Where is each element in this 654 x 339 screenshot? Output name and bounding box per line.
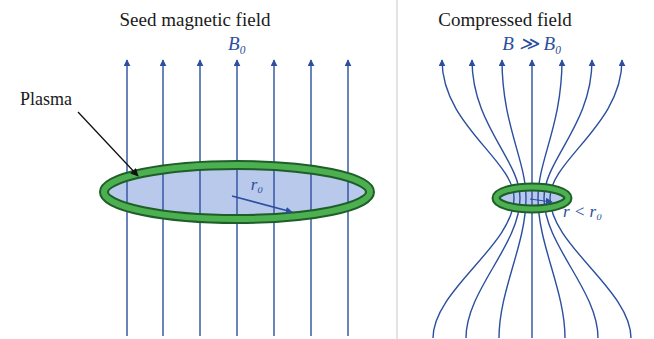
field-line bbox=[310, 60, 311, 336]
compressed-ring-outline bbox=[496, 187, 568, 209]
field-line bbox=[347, 60, 348, 336]
panel-heading: Compressed field bbox=[438, 10, 572, 31]
field-line bbox=[499, 60, 526, 338]
plasma-ring bbox=[104, 165, 370, 219]
panel-divider bbox=[397, 0, 398, 339]
field-line bbox=[538, 60, 565, 338]
field-symbol: B ≫ B₀ bbox=[502, 34, 561, 55]
radius-arrow bbox=[232, 196, 292, 212]
field-line bbox=[273, 60, 274, 336]
seed-field-lines bbox=[127, 60, 348, 336]
panel-heading: Seed magnetic field bbox=[120, 10, 271, 31]
field-line bbox=[126, 60, 127, 336]
compressed-ring bbox=[496, 187, 568, 209]
radius-symbol: r < r₀ bbox=[563, 203, 602, 222]
field-line bbox=[199, 60, 200, 336]
compressed-field-lines bbox=[433, 60, 631, 338]
part-name: Plasma bbox=[20, 90, 72, 110]
plasma-ring-outline bbox=[104, 165, 370, 219]
field-symbol: B₀ bbox=[228, 34, 246, 55]
radius-arrow bbox=[530, 199, 552, 202]
radius-symbol: r₀ bbox=[251, 176, 264, 195]
leader-line bbox=[78, 112, 138, 176]
field-line bbox=[162, 60, 163, 336]
